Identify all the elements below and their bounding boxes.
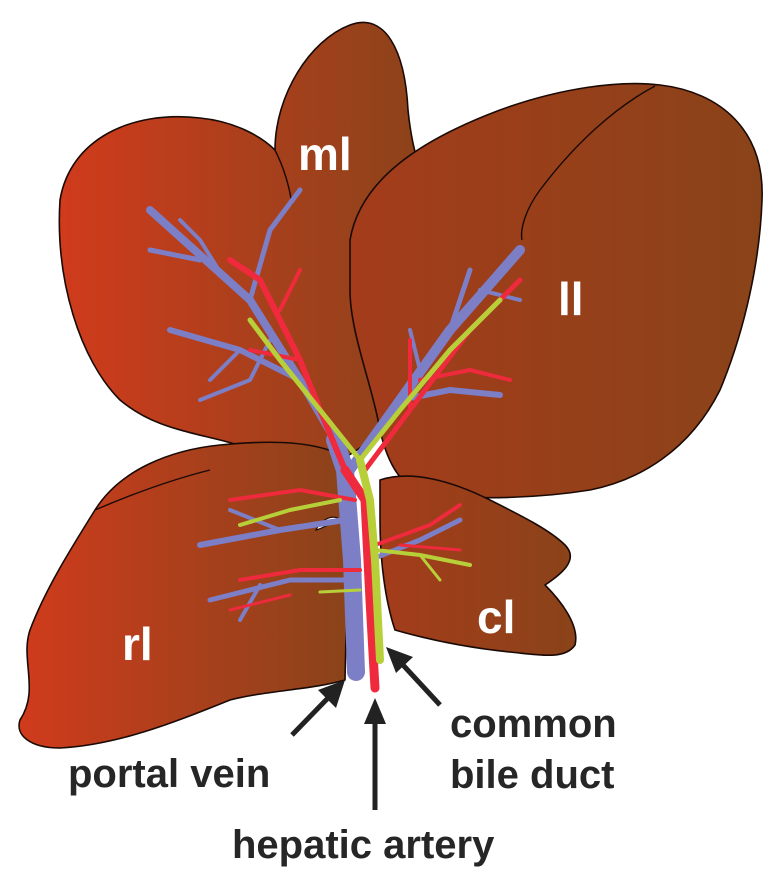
lobe-label-cl: cl (477, 591, 515, 643)
lobe-label-rl: rl (122, 618, 153, 670)
lobe-label-ml: ml (298, 128, 352, 180)
bile-duct-label-line1: common (450, 702, 617, 746)
bile-duct-label-line2: bile duct (450, 753, 614, 797)
hepatic-artery-label: hepatic artery (232, 823, 495, 867)
bile-duct-arrow (386, 647, 440, 705)
hepatic-artery-arrow (364, 698, 386, 810)
bile-duct-branch (320, 590, 360, 592)
lobe-label-ll: ll (558, 273, 584, 325)
portal-vein-label: portal vein (68, 752, 270, 796)
